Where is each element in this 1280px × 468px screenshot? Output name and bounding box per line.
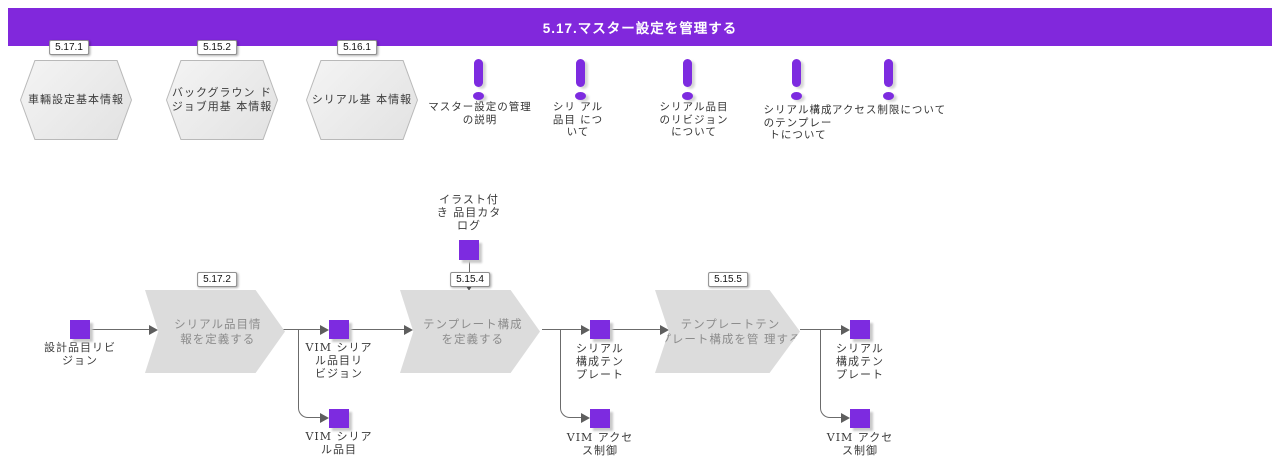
note-about-serial-item-revision: シリアル品目のリビジョンについて [659,101,729,138]
arrowhead-icon [581,325,590,335]
node-serial-config-template-2[interactable] [850,320,870,339]
arrowhead-icon [404,325,413,335]
label-serial-config-template: シリアル構成テンプレート [576,342,624,381]
label-serial-config-template-2: シリアル構成テンプレート [836,342,884,381]
step-define-template-structure[interactable]: テンプレート構成を定義する [400,290,540,373]
hexagon-background-job-basic-info[interactable]: バックグラウン ドジョブ用基 本情報 [166,60,278,140]
note-master-settings-management: マスター設定の管理の説明 [428,101,532,126]
node-vim-serial-item-revision[interactable] [329,320,349,339]
exclamation-icon[interactable] [682,59,693,100]
node-vim-serial-item[interactable] [329,409,349,428]
flow-connector [542,329,582,330]
tag-5-15-5[interactable]: 5.15.5 [708,272,748,287]
page-title: 5.17.マスター設定を管理する [542,21,738,36]
tag-5-15-2[interactable]: 5.15.2 [197,40,237,55]
flow-connector [283,329,321,330]
note-about-serial-items: シリ アル品目 について [552,101,604,138]
flow-connector [800,329,842,330]
flow-connector [610,329,662,330]
hexagon-label: シリアル基 本情報 [311,93,413,106]
hexagon-serial-basic-info[interactable]: シリアル基 本情報 [306,60,418,140]
arrowhead-down-icon [465,284,473,291]
label-vim-serial-item-revision: VIM シリアル品目リビジョン [305,341,373,380]
hexagon-shape-fill [167,61,277,139]
exclamation-icon[interactable] [575,59,586,100]
node-illustrated-item-catalog[interactable] [459,240,479,260]
label-vim-access-control: VIM アクセス制御 [566,431,634,457]
exclamation-icon[interactable] [883,59,894,100]
tag-5-17-1[interactable]: 5.17.1 [49,40,89,55]
arrowhead-icon [581,413,590,423]
flow-connector [349,329,405,330]
exclamation-icon[interactable] [791,59,802,100]
flow-connector [90,329,156,330]
step-manage-template-structure[interactable]: テンプレートテンプレート構成を管 理する [655,290,800,373]
arrowhead-icon [320,325,329,335]
arrowhead-icon [320,413,329,423]
page-title-bar: 5.17.マスター設定を管理する [8,8,1272,46]
label-design-item-revision: 設計品目リビジョン [44,341,116,367]
note-about-serial-config-template: シリアル構成のテンプレートについて [763,104,833,141]
exclamation-icon[interactable] [473,59,484,100]
node-vim-access-control-2[interactable] [850,409,870,428]
arrowhead-icon [841,325,850,335]
hexagon-shape-fill [307,61,417,139]
hexagon-label: バックグラウン ドジョブ用基 本情報 [171,86,273,113]
step-define-serial-item-info[interactable]: シリアル品目情報を定義する [145,290,285,373]
label-vim-serial-item: VIM シリアル品目 [305,430,373,456]
arrowhead-icon [149,325,158,335]
arrowhead-icon [841,413,850,423]
tag-5-15-4[interactable]: 5.15.4 [450,272,490,287]
tag-5-17-2[interactable]: 5.17.2 [197,272,237,287]
node-serial-config-template[interactable] [590,320,610,339]
step-label: テンプレート構成を定義する [422,317,523,346]
tag-5-16-1[interactable]: 5.16.1 [337,40,377,55]
hexagon-label: 車輛設定基本情報 [28,93,124,106]
hexagon-vehicle-config-basic-info[interactable]: 車輛設定基本情報 [20,60,132,140]
label-vim-access-control-2: VIM アクセス制御 [826,431,894,457]
hexagon-shape-fill [21,61,131,139]
node-design-item-revision[interactable] [70,320,90,339]
flow-branch-connector [298,330,323,418]
step-label: シリアル品目情報を定義する [174,317,262,346]
step-label: テンプレートテンプレート構成を管 理する [659,317,802,346]
label-illustrated-item-catalog: イラスト付き 品目カタログ [436,193,502,232]
arrowhead-icon [660,325,669,335]
note-about-access-restrictions: アクセス制限について [831,104,947,116]
node-vim-access-control[interactable] [590,409,610,428]
flow-branch-connector [820,330,843,418]
flow-branch-connector [560,330,583,418]
